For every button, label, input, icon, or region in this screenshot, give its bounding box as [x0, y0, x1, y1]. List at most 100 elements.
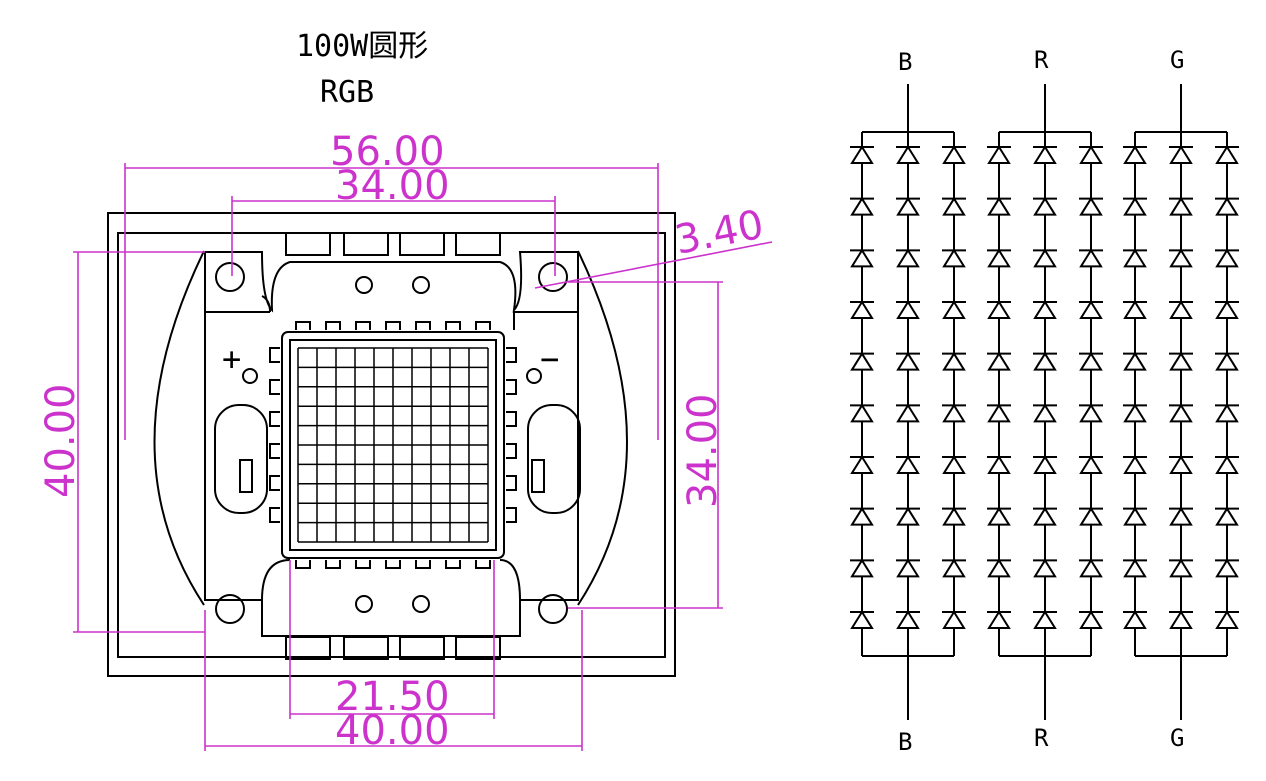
led-diode-symbol: [896, 506, 920, 526]
led-diode-symbol: [1079, 403, 1103, 423]
led-chip-array: [297, 347, 489, 543]
top-terminal-tabs: [285, 232, 501, 256]
led-diode-symbol: [1169, 145, 1193, 164]
led-diode-symbol: [1123, 248, 1147, 268]
led-diode-symbol: [896, 403, 920, 423]
dimension-labels: 56.00 34.00 3.40 40.00 34.00 21.50 40.00: [38, 129, 767, 754]
led-diode-symbol: [1123, 455, 1147, 474]
bottom-terminal-tabs: [285, 636, 501, 660]
led-diode-symbol: [1169, 300, 1193, 319]
led-diode-symbol: [1123, 351, 1147, 371]
led-diode-symbol: [942, 506, 966, 526]
dimension-lines: [73, 163, 773, 751]
led-diode-symbol: [850, 403, 874, 423]
led-diode-symbol: [850, 145, 874, 164]
led-diode-symbol: [1033, 558, 1057, 578]
led-diode-symbol: [1123, 558, 1147, 578]
group-b-bottom-label: B: [898, 728, 912, 756]
dim-hole-diameter: 3.40: [671, 202, 767, 264]
led-diode-symbol: [1079, 248, 1103, 268]
title-line2: RGB: [320, 75, 374, 110]
led-diode-symbol: [987, 455, 1011, 474]
led-diode-symbol: [1215, 145, 1239, 164]
led-diode-symbol: [850, 300, 874, 319]
led-diode-symbol: [850, 248, 874, 268]
group-b-top-label: B: [898, 48, 912, 76]
dim-base-width: 40.00: [335, 708, 450, 754]
led-package-outline: [107, 212, 676, 677]
dim-hole-pitch-y: 34.00: [680, 393, 726, 508]
led-diode-symbol: [1079, 610, 1103, 629]
led-diode-symbol: [1033, 248, 1057, 268]
polarity-plus: +: [222, 340, 241, 378]
dim-hole-pitch-x: 34.00: [335, 163, 450, 209]
led-diode-symbol: [942, 455, 966, 474]
led-diode-symbol: [1215, 351, 1239, 371]
led-diode-symbol: [1169, 506, 1193, 526]
led-diode-symbol: [942, 196, 966, 216]
led-diode-symbol: [942, 403, 966, 423]
led-diode-symbol: [1123, 610, 1147, 629]
led-diode-symbol: [1169, 558, 1193, 578]
led-diode-symbol: [1169, 248, 1193, 268]
led-diode-symbol: [896, 351, 920, 371]
dim-chip-width: 21.50: [335, 674, 450, 720]
led-diode-symbol: [942, 248, 966, 268]
led-diode-symbol: [1033, 610, 1057, 629]
led-diode-symbol: [1079, 558, 1103, 578]
led-diode-symbol: [896, 248, 920, 268]
led-diode-symbol: [1123, 145, 1147, 164]
led-diode-symbol: [1215, 248, 1239, 268]
led-diode-symbol: [987, 506, 1011, 526]
led-diode-symbol: [1123, 300, 1147, 319]
led-diode-symbol: [1123, 403, 1147, 423]
led-diode-symbol: [1033, 300, 1057, 319]
group-r-bottom-label: R: [1034, 724, 1049, 752]
led-diode-symbol: [1215, 300, 1239, 319]
led-diode-symbol: [1169, 455, 1193, 474]
led-diode-symbol: [1033, 196, 1057, 216]
group-g-bottom-label: G: [1170, 724, 1184, 752]
led-diode-symbol: [987, 558, 1011, 578]
led-diode-symbol: [1215, 196, 1239, 216]
polarity-minus: −: [540, 340, 559, 378]
led-diode-symbol: [896, 145, 920, 164]
led-diode-symbol: [1169, 610, 1193, 629]
led-diode-symbol: [942, 351, 966, 371]
led-diode-symbol: [1079, 145, 1103, 164]
led-diode-symbol: [1169, 351, 1193, 371]
led-diode-symbol: [1123, 196, 1147, 216]
led-diode-symbol: [942, 558, 966, 578]
led-schematic: [850, 84, 1239, 720]
led-diode-symbol: [850, 351, 874, 371]
led-diode-symbol: [850, 455, 874, 474]
led-diode-symbol: [850, 196, 874, 216]
led-diode-symbol: [1215, 455, 1239, 474]
led-diode-symbol: [896, 455, 920, 474]
led-diode-symbol: [942, 300, 966, 319]
led-diode-symbol: [987, 351, 1011, 371]
led-diode-symbol: [1033, 455, 1057, 474]
led-diode-symbol: [1169, 403, 1193, 423]
led-diode-symbol: [987, 610, 1011, 629]
led-diode-symbol: [850, 506, 874, 526]
dim-height-left: 40.00: [38, 383, 84, 498]
led-diode-symbol: [1033, 506, 1057, 526]
led-diode-symbol: [1033, 145, 1057, 164]
led-diode-symbol: [1079, 351, 1103, 371]
led-diode-symbol: [850, 558, 874, 578]
led-diode-symbol: [1215, 610, 1239, 629]
led-diode-symbol: [1033, 403, 1057, 423]
led-diode-symbol: [850, 610, 874, 629]
led-diode-symbol: [987, 145, 1011, 164]
led-diode-symbol: [1079, 506, 1103, 526]
led-diode-symbol: [942, 610, 966, 629]
led-diode-symbol: [1215, 403, 1239, 423]
schematic-labels: B R G B R G: [898, 46, 1184, 756]
led-diode-symbol: [1215, 506, 1239, 526]
led-diode-symbol: [1079, 300, 1103, 319]
led-diode-symbol: [1079, 196, 1103, 216]
led-diode-symbol: [987, 196, 1011, 216]
group-g-top-label: G: [1170, 46, 1184, 74]
